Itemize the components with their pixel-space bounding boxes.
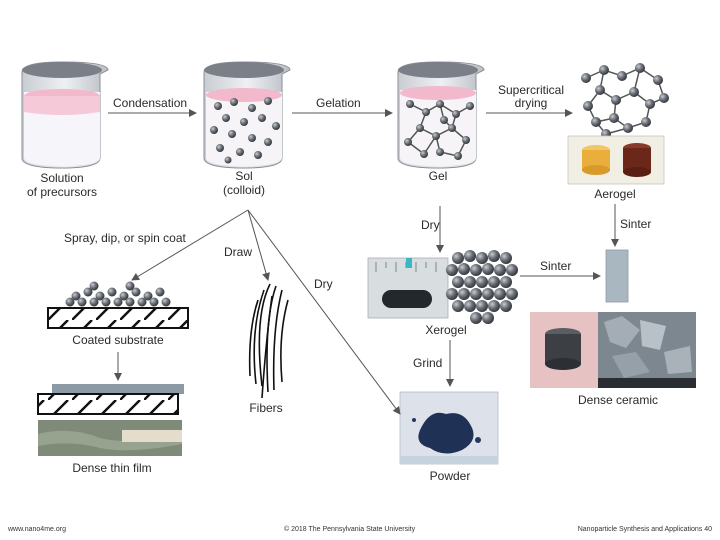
dry-sol-arrow [247,209,401,415]
spray-label: Spray, dip, or spin coat [64,231,187,245]
dense-thin-film [37,384,184,456]
powder-label: Powder [430,469,471,483]
dense-ceramic-label: Dense ceramic [578,393,658,407]
solution-beaker [21,61,109,169]
coated-substrate [47,281,189,329]
fibers-illustration [248,283,289,399]
aerogel-label: Aerogel [594,187,635,201]
draw-arrow [247,209,270,281]
solution-label-line2: of precursors [27,185,97,199]
solution-label-line1: Solution [40,171,83,185]
xerogel-photo [367,257,449,319]
dry-gel-label: Dry [421,218,440,232]
aerogel-network [581,63,669,139]
supercritical-label-line2: drying [515,96,548,110]
supercritical-label-line1: Supercritical [498,83,564,97]
coated-substrate-label: Coated substrate [72,333,164,347]
fibers-label: Fibers [249,401,282,415]
gel-label: Gel [429,169,448,183]
spray-coat-arrow [131,209,249,281]
sol-label-line2: (colloid) [223,183,265,197]
xerogel-cluster [446,250,518,324]
sol-particles [210,97,280,164]
gel-beaker [397,61,485,169]
dense-ceramic-block [605,249,629,303]
gelation-label: Gelation [316,96,361,110]
powder-photo [399,391,499,465]
dense-thin-film-label: Dense thin film [72,461,151,475]
sol-beaker [203,61,291,169]
draw-label: Draw [224,245,252,259]
sol-label-line1: Sol [235,169,252,183]
xerogel-label: Xerogel [425,323,466,337]
dry-sol-label: Dry [314,277,333,291]
grind-label: Grind [413,356,442,370]
sinter-mid-label: Sinter [540,259,571,273]
footer-course-page: Nanoparticle Synthesis and Applications … [577,526,712,533]
footer-copyright: © 2018 The Pennsylvania State University [284,526,416,533]
dense-ceramic-photo [530,312,696,388]
footer-website: www.nano4me.org [8,526,66,533]
sinter-top-label: Sinter [620,217,651,231]
condensation-label: Condensation [113,96,187,110]
aerogel-photo [567,135,665,185]
